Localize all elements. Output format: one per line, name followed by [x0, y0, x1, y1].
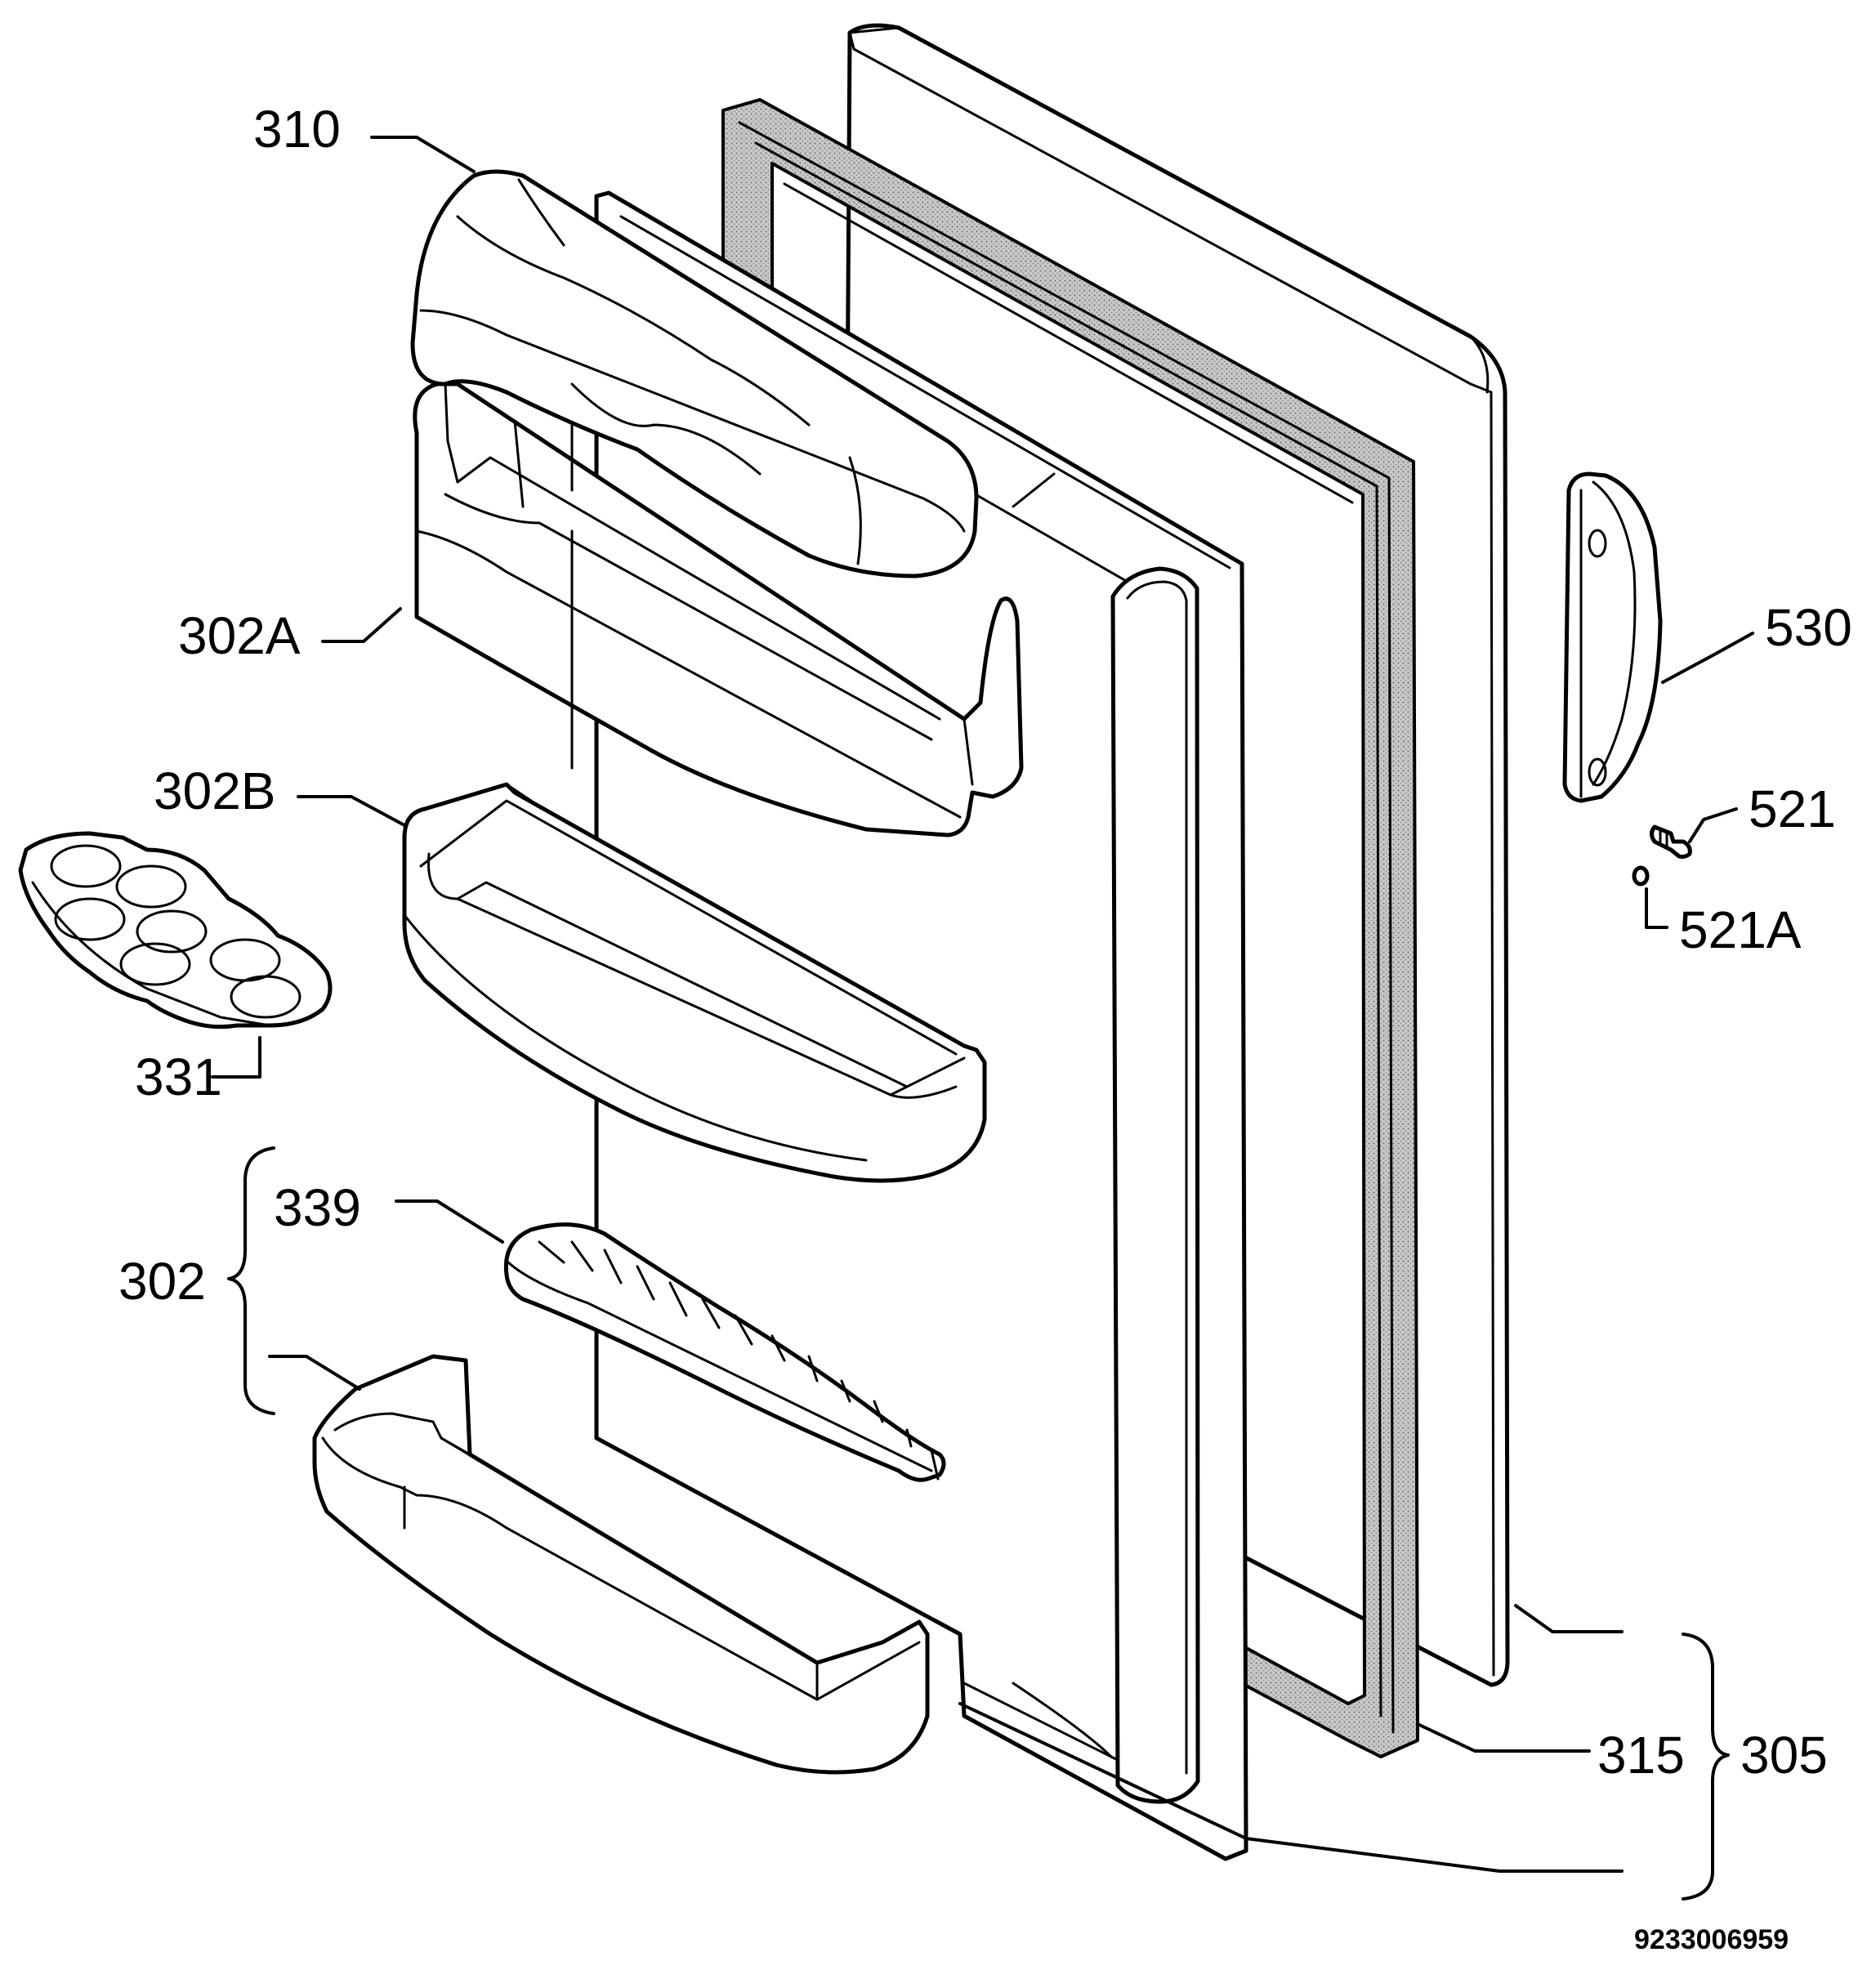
- label-302b: 302B: [154, 762, 275, 820]
- label-305: 305: [1740, 1726, 1828, 1785]
- label-331: 331: [135, 1048, 222, 1106]
- egg-tray: [18, 831, 333, 1030]
- bottle-retainer: [503, 1222, 946, 1482]
- screw: [1650, 824, 1692, 860]
- washer: [1632, 865, 1650, 887]
- label-339: 339: [274, 1178, 361, 1237]
- label-530: 530: [1765, 598, 1852, 657]
- door-frame-rail: [1110, 566, 1200, 1804]
- drawing-code: 9233006959: [1634, 1924, 1789, 1955]
- dairy-compartment-cover: [410, 169, 979, 578]
- leader-lines: [211, 136, 1754, 1873]
- label-302a: 302A: [178, 606, 301, 665]
- brace-305: [1682, 1633, 1730, 1901]
- label-315: 315: [1597, 1726, 1685, 1785]
- label-521a: 521A: [1679, 900, 1802, 959]
- label-310: 310: [253, 100, 341, 159]
- label-521: 521: [1749, 779, 1836, 838]
- bottom-bottle-shelf: [312, 1354, 930, 1775]
- brace-302: [227, 1146, 275, 1415]
- upper-door-shelf: [413, 382, 1024, 838]
- door-handle: [1562, 471, 1663, 803]
- middle-door-shelf: [402, 782, 987, 1183]
- label-302: 302: [118, 1252, 206, 1311]
